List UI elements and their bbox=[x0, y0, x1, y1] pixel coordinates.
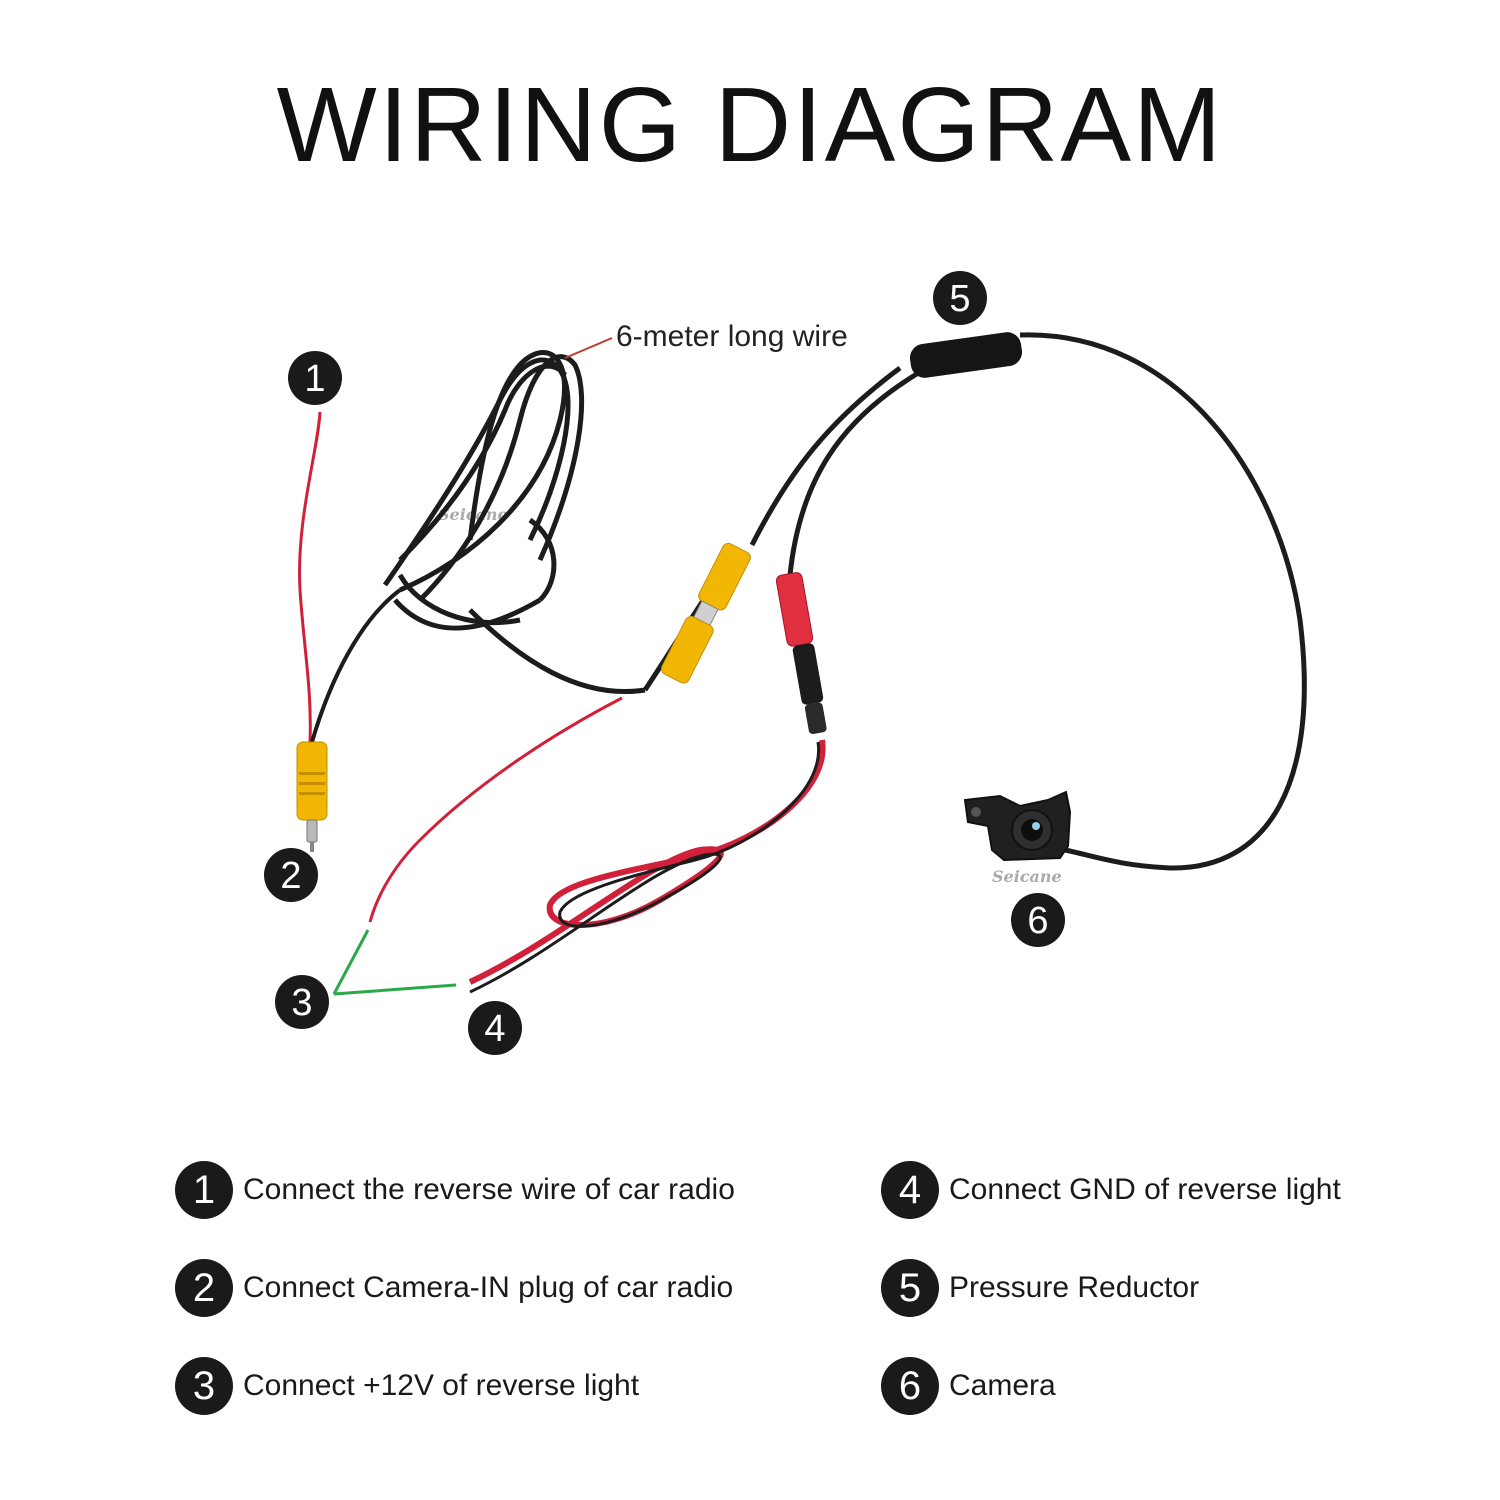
svg-text:6: 6 bbox=[1027, 900, 1048, 942]
reverse-wire-black bbox=[310, 588, 402, 743]
badge-3: 3 bbox=[275, 975, 329, 1029]
legend-badge-6: 6 bbox=[881, 1357, 939, 1415]
svg-text:3: 3 bbox=[291, 982, 312, 1024]
legend-badge-3: 3 bbox=[175, 1357, 233, 1415]
legend-text-5: Pressure Reductor bbox=[949, 1271, 1200, 1304]
power-connector bbox=[775, 572, 827, 735]
legend-item-5: 5 Pressure Reductor bbox=[881, 1258, 1199, 1318]
pressure-reductor bbox=[909, 332, 1023, 378]
camera bbox=[963, 790, 1072, 862]
positive-wire bbox=[368, 696, 623, 923]
cable-pointer bbox=[564, 337, 613, 359]
legend-text-3: Connect +12V of reverse light bbox=[243, 1369, 640, 1402]
svg-text:5: 5 bbox=[949, 278, 970, 320]
reverse-wire bbox=[298, 411, 322, 743]
badge-1: 1 bbox=[288, 351, 342, 405]
badge-5: 5 bbox=[933, 271, 987, 325]
badge-4: 4 bbox=[468, 1001, 522, 1055]
rca-plug-camera-in bbox=[296, 741, 328, 852]
power-wire-black bbox=[469, 741, 821, 994]
badge-6: 6 bbox=[1011, 893, 1065, 947]
legend-text-1: Connect the reverse wire of car radio bbox=[243, 1173, 735, 1206]
legend-item-6: 6 Camera bbox=[881, 1356, 1056, 1416]
cable-label: 6-meter long wire bbox=[616, 320, 848, 353]
video-branch bbox=[749, 365, 902, 547]
power-branch bbox=[787, 369, 922, 576]
legend: 1 Connect the reverse wire of car radio … bbox=[0, 1150, 1500, 1450]
legend-item-3: 3 Connect +12V of reverse light bbox=[175, 1356, 639, 1416]
pointer-3a bbox=[332, 929, 370, 995]
legend-text-2: Connect Camera-IN plug of car radio bbox=[243, 1271, 734, 1304]
svg-text:1: 1 bbox=[304, 358, 325, 400]
watermark-camera: Seicane bbox=[992, 867, 1062, 886]
legend-item-4: 4 Connect GND of reverse light bbox=[881, 1160, 1341, 1220]
legend-item-1: 1 Connect the reverse wire of car radio bbox=[175, 1160, 735, 1220]
power-wire-red bbox=[468, 739, 826, 985]
page-title: WIRING DIAGRAM bbox=[276, 66, 1224, 184]
camera-cable bbox=[1019, 332, 1307, 871]
svg-text:2: 2 bbox=[280, 855, 301, 897]
legend-text-4: Connect GND of reverse light bbox=[949, 1173, 1341, 1206]
badge-2: 2 bbox=[264, 848, 318, 902]
coiled-cable bbox=[382, 350, 646, 694]
legend-badge-2: 2 bbox=[175, 1259, 233, 1317]
legend-text-6: Camera bbox=[949, 1369, 1056, 1402]
video-connector bbox=[660, 542, 751, 684]
legend-badge-5: 5 bbox=[881, 1259, 939, 1317]
pointer-3b bbox=[333, 983, 457, 996]
wiring-diagram: Seicane Seicane 6-meter long wire bbox=[264, 271, 1307, 1055]
legend-badge-4: 4 bbox=[881, 1161, 939, 1219]
legend-item-2: 2 Connect Camera-IN plug of car radio bbox=[175, 1258, 733, 1318]
legend-badge-1: 1 bbox=[175, 1161, 233, 1219]
svg-text:4: 4 bbox=[484, 1008, 505, 1050]
